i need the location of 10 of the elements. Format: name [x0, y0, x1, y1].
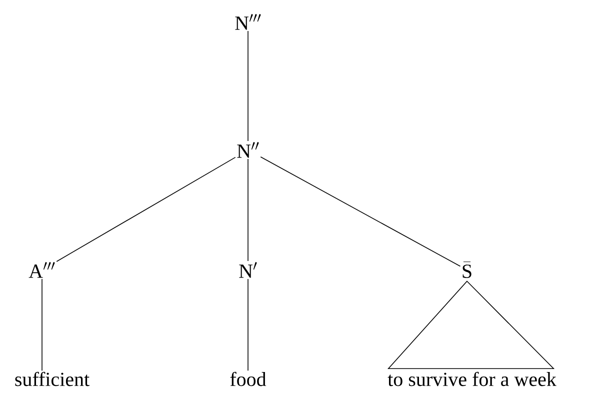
branch-line — [56, 156, 236, 262]
category-label: $\mathrm{N}'''$ — [235, 14, 261, 30]
category-label: $\mathrm{N}''$ — [237, 142, 259, 158]
category-label: $\bar{\mathrm{S}}$ — [462, 262, 472, 278]
word-label: food — [230, 372, 266, 386]
branch-line — [260, 156, 461, 267]
word-label: to survive for a week — [388, 372, 556, 386]
word-label: sufficient — [15, 372, 90, 386]
category-label: $\mathrm{A}'''$ — [28, 262, 55, 278]
category-label: $\mathrm{N}'$ — [239, 262, 257, 278]
